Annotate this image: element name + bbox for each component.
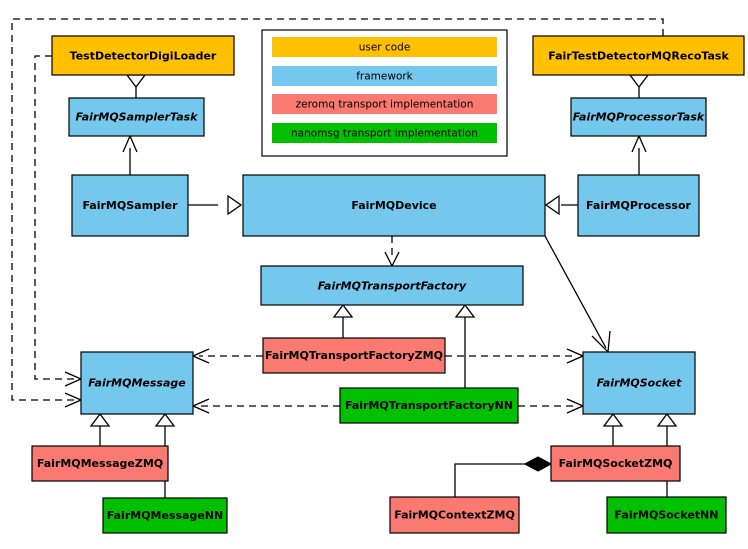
node-label-fairmqsocket: FairMQSocket	[597, 377, 683, 390]
arrowhead-processor-to-device	[544, 194, 560, 216]
legend-label-nanomsg: nanomsg transport implementation	[291, 128, 478, 140]
node-box-testdetectordigiloader[interactable]	[51, 35, 235, 76]
node-layer: TestDetectorDigiLoader FairMQSamplerTask…	[31, 35, 745, 534]
node-fairmqprocessortask[interactable]: FairMQProcessorTask	[570, 97, 707, 137]
legend: user code framework zeromq transport imp…	[261, 29, 508, 157]
node-box-fairmqsocketzmq[interactable]	[550, 445, 681, 482]
arrowhead-tfnn-to-transportfactory	[454, 303, 476, 318]
node-fairmqtransportfactorynn[interactable]: FairMQTransportFactoryNN	[339, 387, 519, 424]
node-box-fairmqmessagezmq[interactable]	[31, 445, 169, 482]
node-fairmqsocketzmq[interactable]: FairMQSocketZMQ	[550, 445, 681, 482]
node-box-fairmqsampler[interactable]	[71, 174, 189, 237]
node-box-fairmqmessage[interactable]	[80, 351, 194, 415]
node-label-fairmqmessagezmq: FairMQMessageZMQ	[37, 457, 163, 470]
edge-digiloader-to-message	[34, 55, 75, 380]
node-box-fairmqcontextzmq[interactable]	[389, 496, 520, 534]
legend-item-framework: framework	[272, 66, 497, 86]
node-label-fairmqsampler: FairMQSampler	[82, 199, 178, 212]
arrowhead-device-to-socket	[591, 330, 611, 354]
node-label-fairmqmessage: FairMQMessage	[88, 377, 186, 390]
node-fairmqsamplertask[interactable]: FairMQSamplerTask	[68, 97, 205, 137]
node-fairmqdevice[interactable]: FairMQDevice	[242, 174, 546, 237]
node-label-fairmqmessagenn: FairMQMessageNN	[107, 509, 223, 522]
node-label-fairmqprocessortask: FairMQProcessorTask	[573, 111, 705, 124]
arrowhead-socketzmq-to-socket	[602, 412, 624, 427]
node-label-fairmqprocessor: FairMQProcessor	[586, 199, 691, 212]
node-fairmqsocket[interactable]: FairMQSocket	[582, 351, 696, 415]
node-fairmqmessage[interactable]: FairMQMessage	[80, 351, 194, 415]
edge-layer: FairMQSocket (solid diagonal association…	[11, 18, 678, 498]
node-label-fairtestdetectormqrecotask: FairTestDetectorMQRecoTask	[548, 50, 729, 63]
legend-swatch-nanomsg	[272, 123, 497, 143]
node-label-fairmqsocketnn: FairMQSocketNN	[615, 509, 719, 522]
node-fairmqcontextzmq[interactable]: FairMQContextZMQ	[389, 496, 520, 534]
arrowhead-sampler-to-device	[227, 194, 243, 216]
node-box-fairmqsocketnn[interactable]	[606, 496, 727, 534]
edge-socketzmq-to-contextzmq	[454, 463, 537, 497]
node-box-fairtestdetectormqrecotask[interactable]	[532, 35, 745, 76]
legend-label-user-code: user code	[359, 42, 411, 54]
legend-swatch-zeromq	[272, 94, 497, 114]
node-label-testdetectordigiloader: TestDetectorDigiLoader	[70, 50, 217, 63]
node-box-fairmqtransportfactorynn[interactable]	[339, 387, 519, 424]
node-fairmqtransportfactoryzmq[interactable]: FairMQTransportFactoryZMQ	[262, 337, 446, 374]
legend-item-nanomsg: nanomsg transport implementation	[272, 123, 497, 143]
legend-label-framework: framework	[356, 71, 413, 83]
node-label-fairmqtransportfactoryzmq: FairMQTransportFactoryZMQ	[265, 349, 443, 362]
legend-swatch-framework	[272, 66, 497, 86]
node-fairmqsocketnn[interactable]: FairMQSocketNN	[606, 496, 727, 534]
node-label-fairmqsocketzmq: FairMQSocketZMQ	[559, 457, 673, 470]
node-fairmqsampler[interactable]: FairMQSampler	[71, 174, 189, 237]
arrowhead-samplertask-to-digiloader	[125, 74, 147, 89]
node-box-fairmqtransportfactory[interactable]	[260, 265, 524, 306]
node-box-fairmqsocket[interactable]	[582, 351, 696, 415]
node-box-fairmqmessagenn[interactable]	[102, 497, 228, 534]
legend-item-user-code: user code	[272, 37, 497, 57]
node-label-fairmqcontextzmq: FairMQContextZMQ	[394, 509, 515, 522]
edge-device-to-socket	[544, 235, 607, 349]
diamond-socketzmq-composition	[523, 456, 553, 472]
node-label-fairmqtransportfactorynn: FairMQTransportFactoryNN	[345, 399, 513, 412]
legend-label-zeromq: zeromq transport implementation	[296, 99, 474, 111]
node-fairmqmessagenn[interactable]: FairMQMessageNN	[102, 497, 228, 534]
node-label-fairmqdevice: FairMQDevice	[351, 199, 436, 212]
node-box-fairmqdevice[interactable]	[242, 174, 546, 237]
node-fairmqmessagezmq[interactable]: FairMQMessageZMQ	[31, 445, 169, 482]
node-fairmqprocessor[interactable]: FairMQProcessor	[577, 174, 700, 237]
node-box-fairmqtransportfactoryzmq[interactable]	[262, 337, 446, 374]
arrowhead-socketnn-to-socket	[656, 412, 678, 427]
edge-recotask-to-message	[11, 18, 664, 401]
legend-swatch-user-code	[272, 37, 497, 57]
legend-item-zeromq: zeromq transport implementation	[272, 94, 497, 114]
arrowhead-processortask-to-recotask	[628, 74, 650, 89]
node-testdetectordigiloader[interactable]: TestDetectorDigiLoader	[51, 35, 235, 76]
node-box-fairmqsamplertask[interactable]	[68, 97, 205, 137]
node-label-fairmqtransportfactory: FairMQTransportFactory	[318, 280, 467, 293]
node-fairtestdetectormqrecotask[interactable]: FairTestDetectorMQRecoTask	[532, 35, 745, 76]
arrowhead-messagezmq-to-message	[89, 412, 111, 427]
node-box-fairmqprocessortask[interactable]	[570, 97, 707, 137]
arrowhead-messagenn-to-message	[154, 412, 176, 427]
node-box-fairmqprocessor[interactable]	[577, 174, 700, 237]
node-label-fairmqsamplertask: FairMQSamplerTask	[76, 111, 199, 124]
node-fairmqtransportfactory[interactable]: FairMQTransportFactory	[260, 265, 524, 306]
arrowhead-tfzmq-to-transportfactory	[332, 303, 354, 318]
